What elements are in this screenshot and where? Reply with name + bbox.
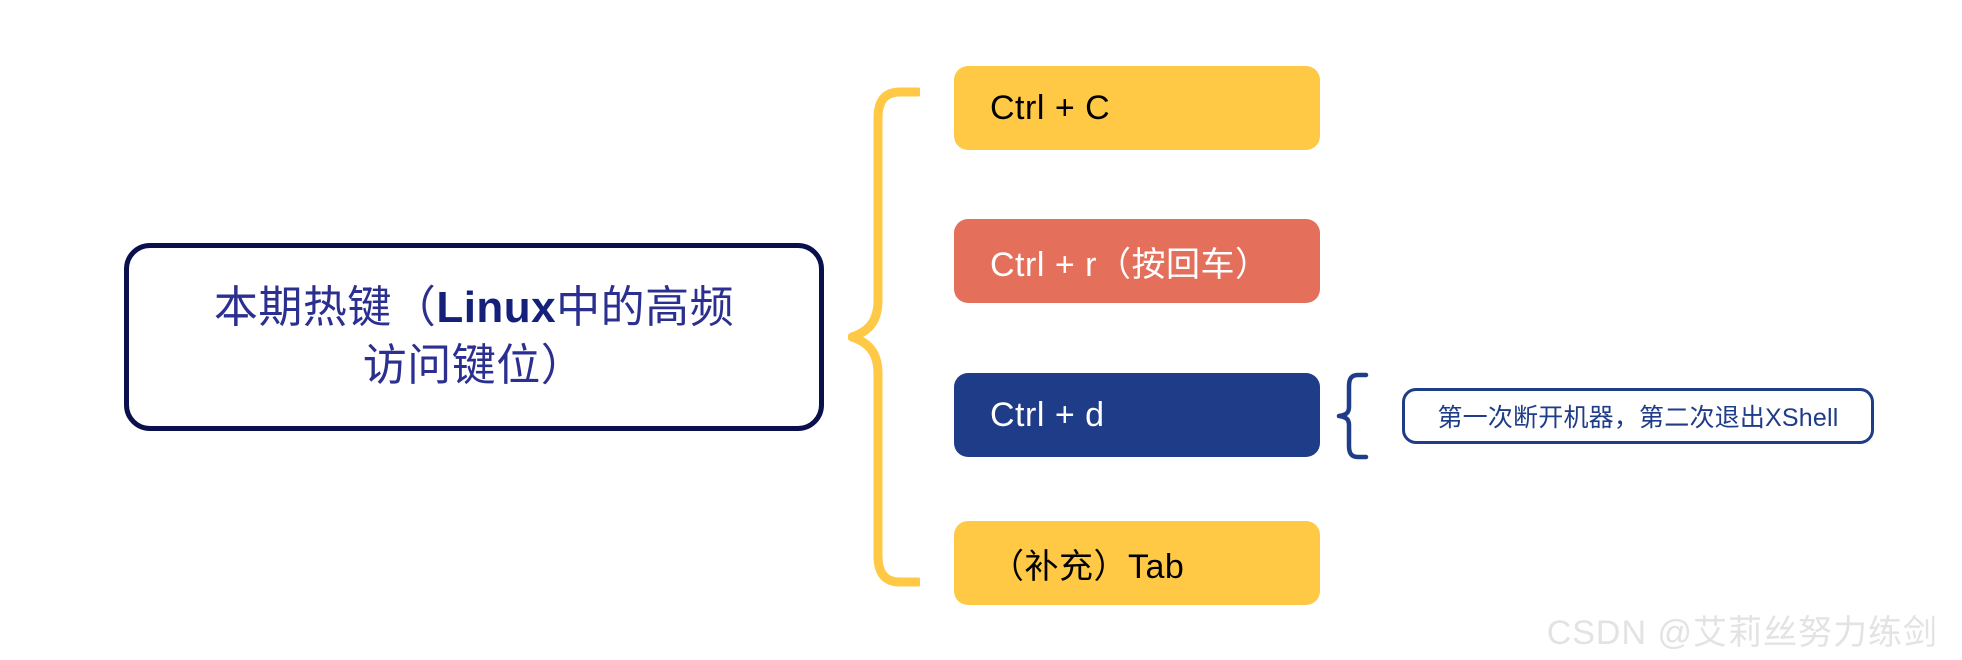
root-keyword-linux: Linux [436, 282, 557, 332]
key-box-label: Ctrl + C [990, 88, 1111, 127]
root-line1-prefix: 本期热键（ [213, 282, 437, 332]
root-concept-box: 本期热键（Linux中的高频 访问键位） [124, 243, 824, 431]
key-box-label: （补充）Tab [990, 547, 1185, 586]
root-concept-label: 本期热键（Linux中的高频 访问键位） [196, 279, 752, 395]
key-box-tab[interactable]: （补充）Tab [954, 521, 1320, 605]
note-callout-box: 第一次断开机器，第二次退出XShell [1402, 388, 1874, 444]
key-box-ctrl-c[interactable]: Ctrl + C [954, 66, 1320, 150]
note-brace-icon [1336, 372, 1369, 460]
note-callout-text: 第一次断开机器，第二次退出XShell [1437, 404, 1839, 432]
root-line2: 访问键位） [362, 341, 586, 390]
root-line1-suffix: 中的高频 [556, 282, 735, 332]
main-brace-icon [848, 87, 920, 587]
key-box-ctrl-r[interactable]: Ctrl + r（按回车） [954, 219, 1320, 303]
csdn-watermark: CSDN @艾莉丝努力练剑 [1546, 614, 1938, 652]
key-box-label: Ctrl + r（按回车） [990, 245, 1270, 284]
key-box-label: Ctrl + d [990, 395, 1105, 434]
key-box-ctrl-d[interactable]: Ctrl + d [954, 373, 1320, 457]
